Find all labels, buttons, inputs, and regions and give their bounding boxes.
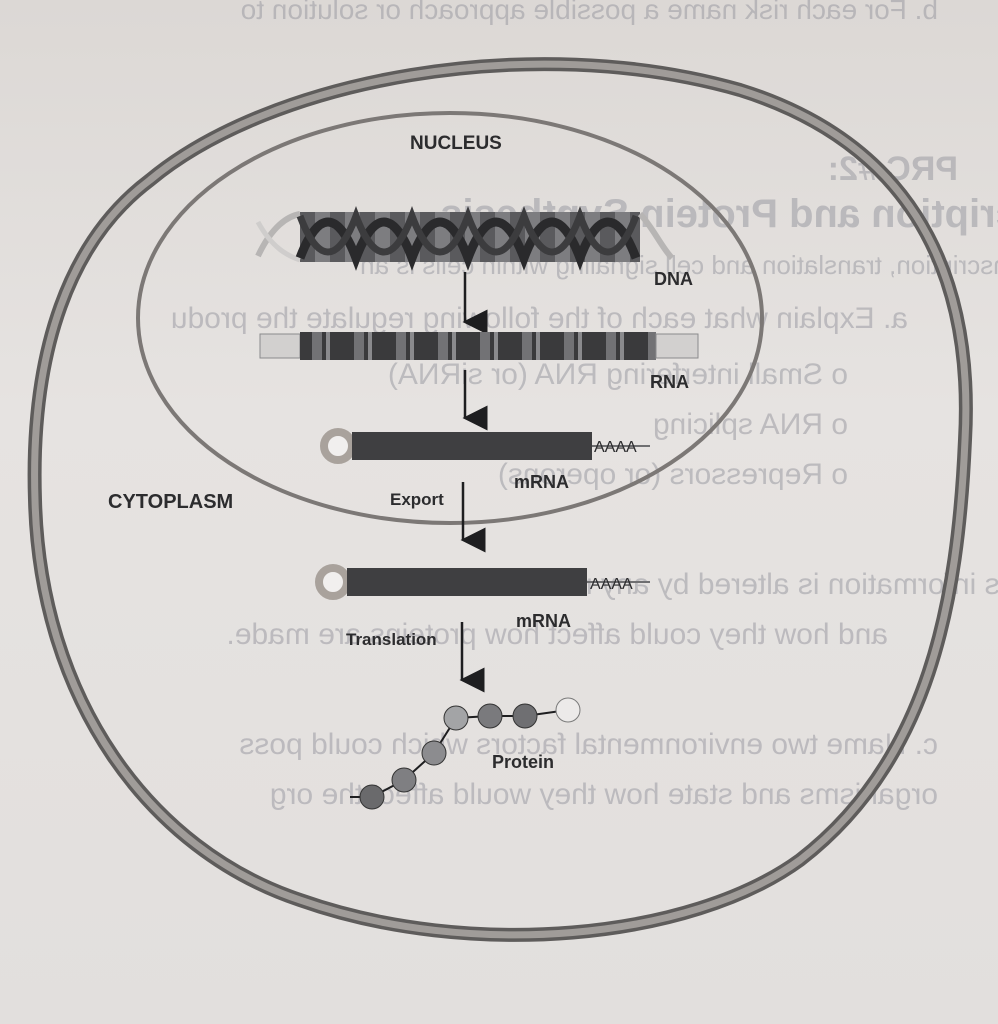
amino-acid (477, 703, 503, 729)
cell-membrane (27, 57, 973, 942)
cytoplasm-label: CYTOPLASM (108, 491, 233, 513)
five-prime-cap (315, 564, 351, 600)
nucleus-label: NUCLEUS (410, 133, 502, 154)
amino-acid (555, 697, 581, 723)
mrna-nucleus (320, 428, 650, 464)
amino-acid (512, 703, 538, 729)
rna-label: RNA (650, 372, 689, 392)
mrna-label-nucleus: mRNA (514, 472, 569, 492)
mrna-label-cytoplasm: mRNA (516, 611, 571, 631)
export-label: Export (390, 490, 444, 509)
dna-helix (255, 206, 675, 271)
poly-a-tail-cytoplasm: AAAA (590, 576, 633, 593)
protein-chain (350, 697, 581, 810)
mrna-cytoplasm (315, 564, 650, 600)
amino-acid (443, 705, 469, 731)
amino-acid (391, 767, 417, 793)
rna-strand (259, 332, 699, 360)
amino-acid (359, 784, 385, 810)
amino-acid (421, 740, 447, 766)
dna-label: DNA (654, 269, 693, 289)
protein-label: Protein (492, 752, 554, 772)
five-prime-cap (320, 428, 356, 464)
poly-a-tail-nucleus: AAAA (594, 439, 637, 456)
translation-label: Translation (346, 630, 437, 649)
nuclear-envelope (136, 111, 764, 525)
